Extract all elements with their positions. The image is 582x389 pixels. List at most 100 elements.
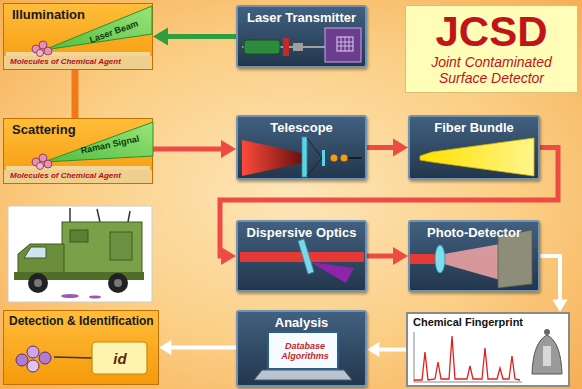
identification-picture (39, 352, 51, 364)
grating-optics (240, 239, 364, 283)
spectrum-plot (543, 346, 551, 366)
component-title: Photo-Detector (427, 225, 521, 241)
laptop-picture (254, 370, 352, 380)
vehicle-picture (128, 211, 130, 222)
laptop-picture (268, 332, 338, 369)
laser-device (337, 42, 353, 43)
illumination-scene (39, 41, 47, 49)
flow-arrow (367, 139, 408, 157)
telescope-optics (242, 137, 362, 177)
component-box: Laser Transmitter (236, 5, 367, 68)
component-box: AnalysisDatabase Algorithms (236, 310, 367, 387)
illumination-scene (4, 56, 152, 69)
laser-device (242, 46, 326, 48)
flow-line (540, 256, 560, 300)
component-title: Telescope (270, 120, 333, 136)
detector-optics (410, 254, 436, 264)
arrow-head (159, 340, 171, 355)
spectrum-plot (414, 382, 522, 383)
component-box: Photo-Detector (408, 220, 540, 292)
illumination-scene (4, 6, 152, 69)
laser-device (341, 37, 342, 51)
flow-line (153, 147, 221, 152)
laser-device (337, 37, 353, 51)
vehicle-picture (69, 208, 71, 222)
surface-label: Molecules of Chemical Agent (10, 171, 121, 181)
scattering-scene (6, 166, 150, 170)
vehicle-picture (110, 232, 132, 260)
laser-device (337, 46, 353, 47)
title-box: JCSDJoint Contaminated Surface Detector (405, 5, 578, 93)
telescope-optics (341, 155, 348, 162)
component-title: Analysis (275, 315, 328, 331)
flow-arrow (367, 247, 408, 265)
laser-device (283, 38, 289, 56)
vehicle-picture (108, 273, 128, 293)
vehicle-picture (89, 295, 101, 298)
scattering-scene (44, 160, 52, 168)
vehicle-picture (70, 230, 88, 242)
vehicle-picture (114, 279, 122, 287)
flow-line (171, 346, 236, 350)
illumination-scene (6, 52, 150, 56)
telescope-optics (307, 138, 322, 158)
flow-arrow (540, 256, 568, 312)
detector-optics (498, 230, 532, 288)
detector-optics (410, 230, 532, 288)
fiber-bundle-cone (420, 138, 534, 176)
identification-picture (92, 342, 147, 374)
flow-line (168, 34, 236, 39)
stage-title: Detection & Identification (9, 314, 154, 328)
scattering-scene (39, 154, 47, 162)
beam-label: Laser Beam (88, 18, 140, 46)
component-title: Fiber Bundle (434, 120, 513, 136)
arrow-head (552, 300, 567, 312)
scattering-scene (37, 163, 44, 170)
scattering-scene (4, 170, 152, 183)
component-box: Dispersive Optics (236, 220, 367, 292)
spectrum-plot (414, 329, 562, 382)
scattering-scene (32, 158, 40, 166)
detector-optics (444, 244, 500, 280)
arrow-head (367, 342, 379, 357)
flow-line (367, 145, 393, 150)
telescope-optics (242, 140, 302, 176)
stage-box: ScatteringRaman SignalMolecules of Chemi… (3, 118, 153, 184)
identification-picture (27, 360, 39, 372)
fiber-bundle-cone (420, 138, 534, 176)
illumination-scene (32, 45, 40, 53)
telescope-optics (322, 150, 325, 166)
arrow-head (393, 247, 408, 265)
illumination-scene (37, 50, 44, 57)
laser-device (244, 40, 280, 54)
title-acronym: JCSD (410, 10, 573, 54)
laser-device (349, 37, 350, 51)
identification-picture (27, 346, 39, 358)
illumination-scene (44, 6, 152, 50)
component-title: Dispersive Optics (247, 225, 357, 241)
title-subtitle: Joint Contaminated Surface Detector (410, 54, 573, 86)
beam-label: Raman Signal (80, 134, 140, 157)
telescope-optics (307, 158, 322, 176)
arrow-head (221, 247, 236, 265)
screen-text: Database Algorithms (274, 342, 336, 362)
laser-device (293, 43, 303, 51)
flow-arrow (367, 342, 406, 357)
grating-optics (298, 239, 314, 274)
vehicle-picture (8, 206, 152, 302)
stage-title: Illumination (12, 7, 85, 23)
illumination-scene (44, 47, 52, 55)
spectrum-plot (544, 329, 550, 335)
spectrum-title: Chemical Fingerprint (413, 316, 523, 329)
vehicle-picture (24, 247, 46, 258)
stage-box: IlluminationLaser BeamMolecules of Chemi… (3, 3, 153, 70)
flow-line (72, 70, 79, 118)
flow-arrow (153, 140, 236, 158)
arrow-head (153, 28, 168, 46)
laser-device (325, 28, 361, 62)
grating-optics (310, 262, 354, 283)
flow-arrow (153, 28, 236, 46)
vehicle-picture (14, 272, 144, 280)
detector-optics (435, 245, 445, 273)
component-box: Telescope (236, 115, 367, 180)
